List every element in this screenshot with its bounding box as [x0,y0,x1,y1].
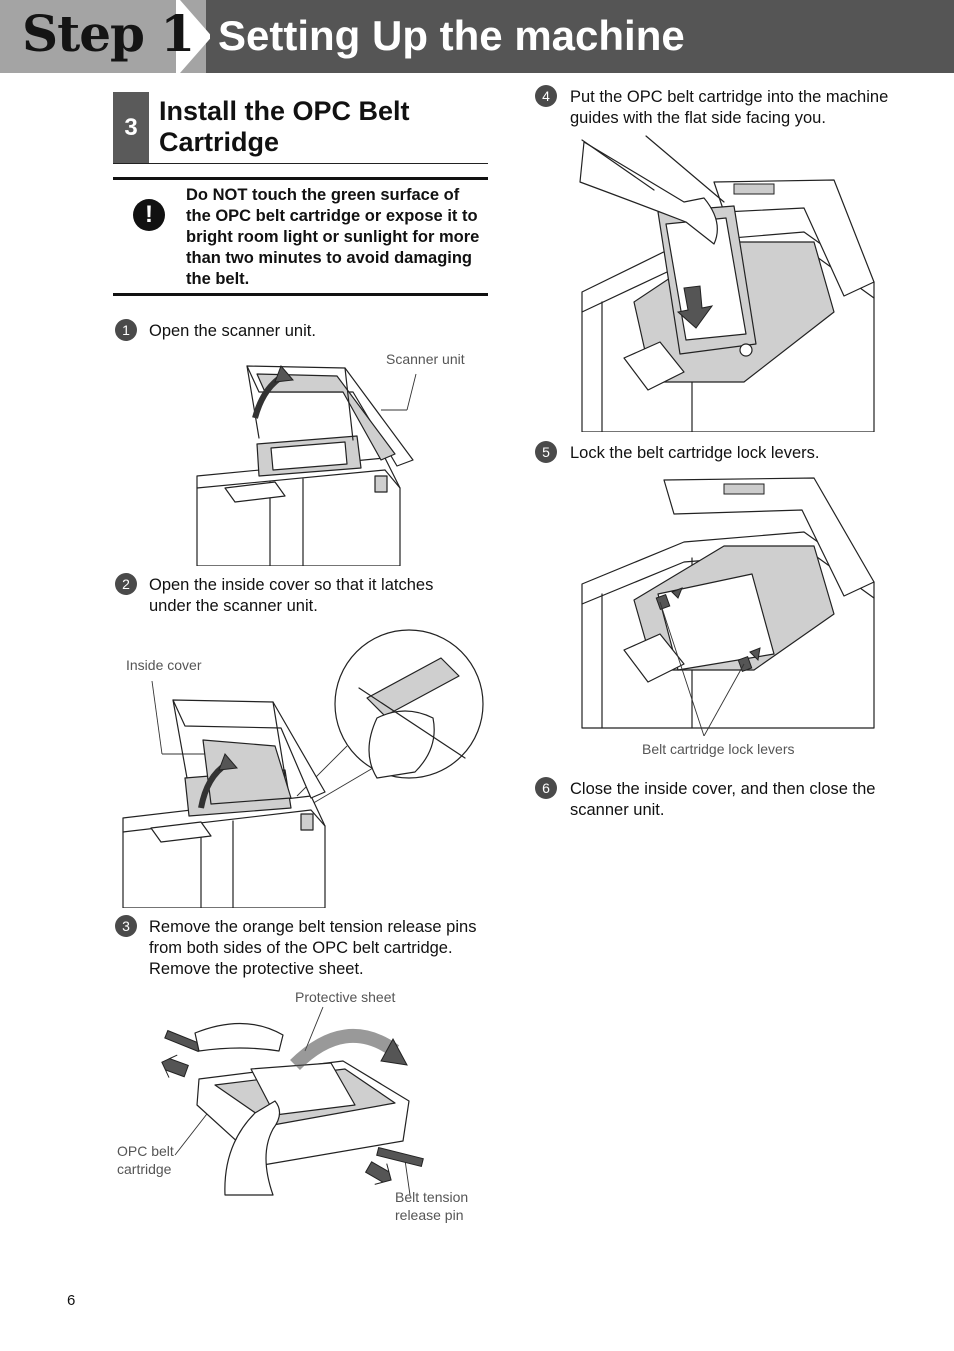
warning-top-rule [113,177,488,180]
caption-scanner-unit: Scanner unit [386,351,465,367]
section-number: 3 [113,92,149,164]
illustration-open-scanner-unit [196,365,417,566]
step-number-1: 1 [115,319,137,341]
page-title: Setting Up the machine [218,12,685,59]
caption-inside-cover: Inside cover [126,657,202,673]
step-number-6: 6 [535,777,557,799]
step-text-4: Put the OPC belt cartridge into the mach… [570,88,889,127]
exclamation-icon: ! [133,199,165,231]
caption-belt-tension-release-pin: Belt tension release pin [395,1189,469,1223]
step-number-3: 3 [115,915,137,937]
step-text-6: Close the inside cover, and then close t… [570,780,876,819]
warning-text: Do NOT touch the green surface of the OP… [186,186,480,288]
page-number: 6 [67,1292,76,1309]
illustration-insert-belt-cartridge [579,135,875,432]
section-title: Install the OPC Belt Cartridge [159,96,410,157]
illustration-remove-pins-and-sheet [161,1006,424,1196]
step-number-4: 4 [535,85,557,107]
header-chevron [170,0,210,73]
illustration-lock-lever [581,477,875,736]
header-bar [170,0,954,73]
step-text-5: Lock the belt cartridge lock levers. [570,444,820,462]
step-label: Step 1 [22,4,195,63]
warning-bottom-rule [113,293,488,296]
step-number-2: 2 [115,573,137,595]
caption-belt-cartridge-lock-levers: Belt cartridge lock levers [642,741,795,757]
step-text-2: Open the inside cover so that it latches… [149,576,434,615]
section-rule [113,163,488,164]
step-text-3: Remove the orange belt tension release p… [149,918,477,978]
caption-opc-belt-cartridge: OPC belt cartridge [117,1143,174,1177]
caption-protective-sheet: Protective sheet [295,989,396,1005]
step-number-5: 5 [535,441,557,463]
step-text-1: Open the scanner unit. [149,322,316,340]
illustration-open-inside-cover [122,629,484,908]
